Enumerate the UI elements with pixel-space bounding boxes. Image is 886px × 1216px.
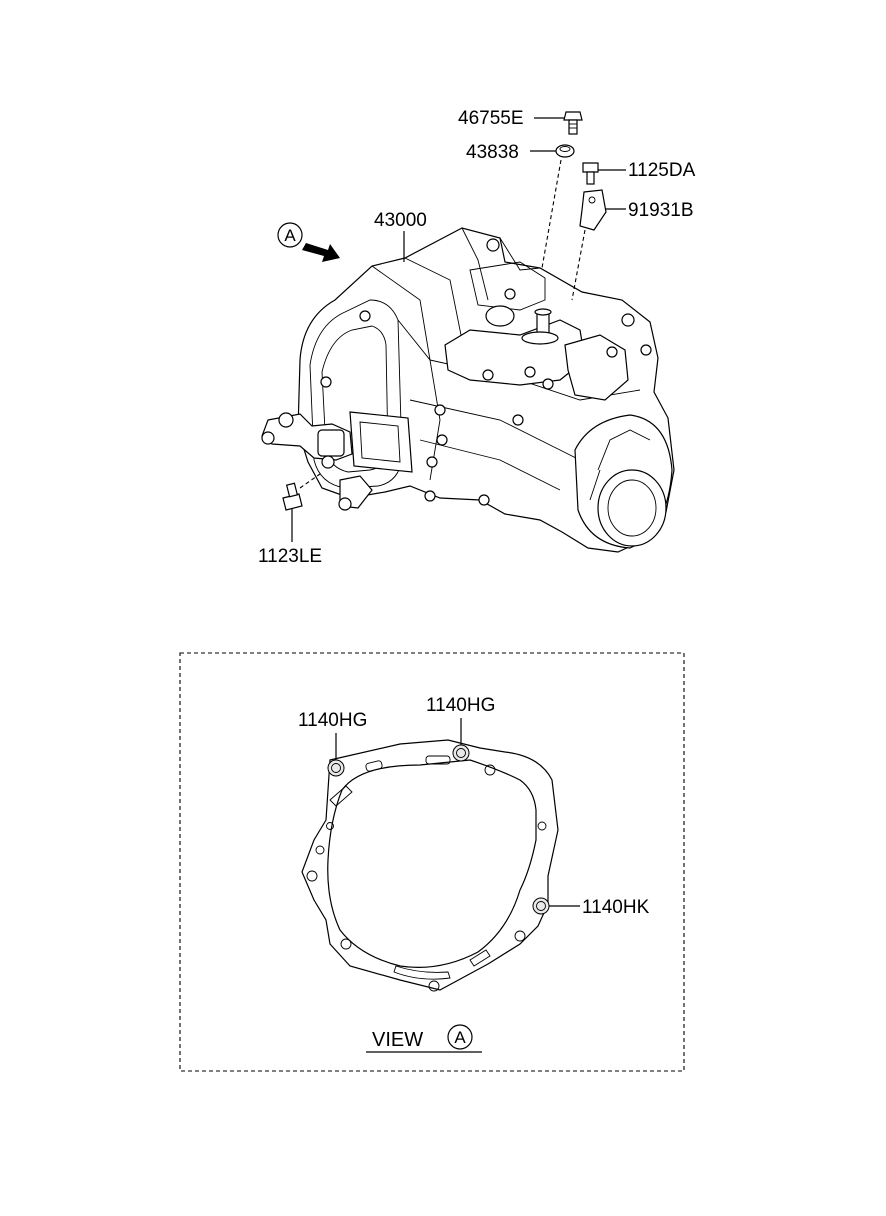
part-label-43838: 43838	[466, 142, 519, 163]
view-a-letter: A	[284, 226, 296, 245]
part-label-1140HG-right: 1140HG	[426, 695, 495, 716]
part-label-91931B: 91931B	[628, 200, 694, 221]
view-a-frame	[179, 652, 685, 1072]
part-label-46755E: 46755E	[458, 108, 524, 129]
part-1140HK[interactable]: 1140HK	[549, 897, 650, 918]
part-43000[interactable]: 43000	[374, 210, 427, 262]
view-a-caption: VIEW A	[366, 1024, 482, 1053]
part-label-1140HG-left: 1140HG	[298, 710, 367, 731]
part-91931B[interactable]: 91931B	[571, 189, 694, 301]
dowel-1140HG-right	[452, 744, 470, 762]
view-caption-text: VIEW	[372, 1029, 423, 1051]
view-caption-circle	[447, 1024, 473, 1050]
view-a-indicator: A	[277, 222, 340, 262]
dowel-1140HG-left	[327, 759, 345, 777]
view-caption-letter: A	[454, 1028, 466, 1047]
part-43838[interactable]: 43838	[466, 142, 575, 269]
dowel-1140HK	[532, 897, 550, 915]
part-1140HG-left[interactable]: 1140HG	[298, 710, 367, 760]
view-direction-arrow	[302, 243, 340, 262]
part-label-1125DA: 1125DA	[628, 160, 696, 181]
part-1123LE[interactable]: 1123LE	[258, 473, 322, 567]
part-label-1140HK: 1140HK	[582, 897, 650, 918]
part-1125DA[interactable]: 1125DA	[582, 160, 696, 185]
part-46755E[interactable]: 46755E	[458, 108, 583, 135]
transaxle-assembly-drawing	[261, 227, 675, 553]
part-1140HG-right[interactable]: 1140HG	[426, 695, 495, 745]
bell-housing-face-drawing	[301, 739, 559, 992]
part-label-43000: 43000	[374, 210, 427, 231]
part-label-1123LE: 1123LE	[258, 546, 322, 567]
view-a-circle	[277, 222, 303, 248]
